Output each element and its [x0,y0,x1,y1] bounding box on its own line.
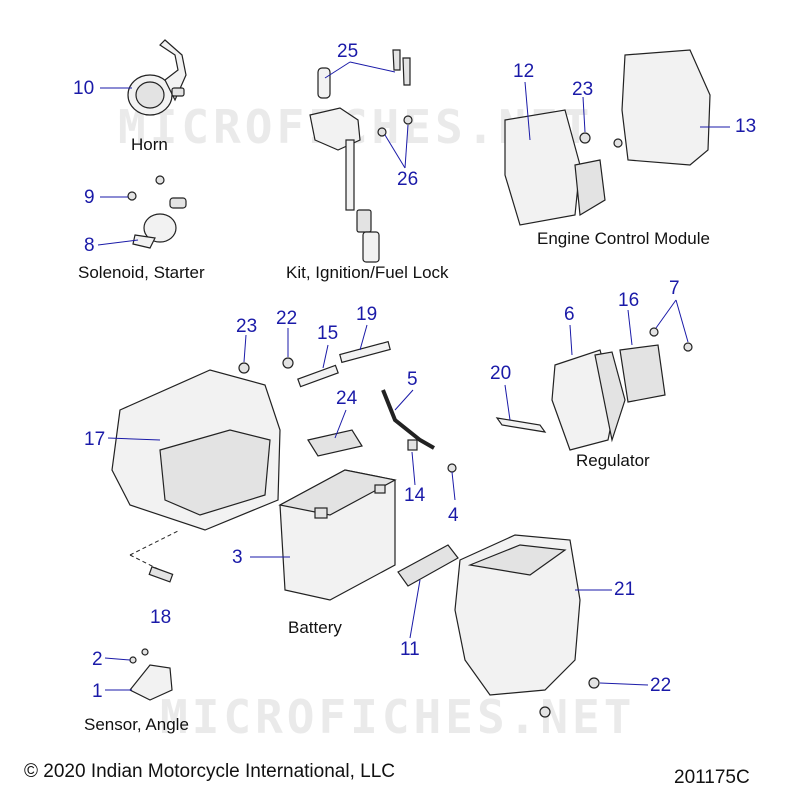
callout-10: 10 [73,78,95,99]
caption-horn: Horn [131,135,168,154]
callout-18: 18 [150,607,172,628]
callout-12: 12 [513,61,535,82]
callout-9: 9 [84,187,95,208]
callout-22-bottom: 22 [650,675,672,696]
ecm-part [504,49,711,226]
caption-ignition: Kit, Ignition/Fuel Lock [286,263,449,282]
callout-4: 4 [448,505,459,526]
sensor-part [129,648,173,701]
ignition-part [309,49,413,263]
caption-battery: Battery [288,618,342,637]
callout-1: 1 [92,681,103,702]
callout-25: 25 [337,41,359,62]
battery-part [278,469,397,601]
caption-sensor: Sensor, Angle [84,715,189,734]
callout-23-tray: 23 [236,316,258,337]
callout-22-top: 22 [276,308,298,329]
callout-16: 16 [618,290,640,311]
battery-tray-part [111,362,281,583]
callout-6: 6 [564,304,575,325]
pad-part [307,429,363,457]
callout-17: 17 [84,429,106,450]
cable-part [381,389,457,473]
callout-8: 8 [84,235,95,256]
callout-11: 11 [400,639,420,660]
watermark-bottom: MICROFICHES.NET [160,690,636,744]
callout-20: 20 [490,363,512,384]
callout-24: 24 [336,388,358,409]
regulator-part [495,327,693,451]
copyright-text: © 2020 Indian Motorcycle International, … [24,761,395,782]
cover-part [454,534,600,718]
callout-15: 15 [317,323,339,344]
horn-part [127,39,187,116]
callout-14: 14 [404,485,426,506]
callout-26: 26 [397,169,419,190]
caption-regulator: Regulator [576,451,650,470]
callout-5: 5 [407,369,418,390]
callout-7: 7 [669,278,680,299]
callout-23-ecm: 23 [572,79,594,100]
caption-ecm: Engine Control Module [537,229,710,248]
callout-2: 2 [92,649,103,670]
pad-11-part [397,544,459,587]
caption-solenoid: Solenoid, Starter [78,263,205,282]
solenoid-part [127,175,187,249]
callout-13: 13 [735,116,757,137]
bolts-group [282,340,391,388]
callout-21: 21 [614,579,636,600]
callout-3: 3 [232,547,243,568]
figure-id: 201175C [674,767,750,788]
leader-lines [97,61,730,691]
callout-19: 19 [356,304,378,325]
